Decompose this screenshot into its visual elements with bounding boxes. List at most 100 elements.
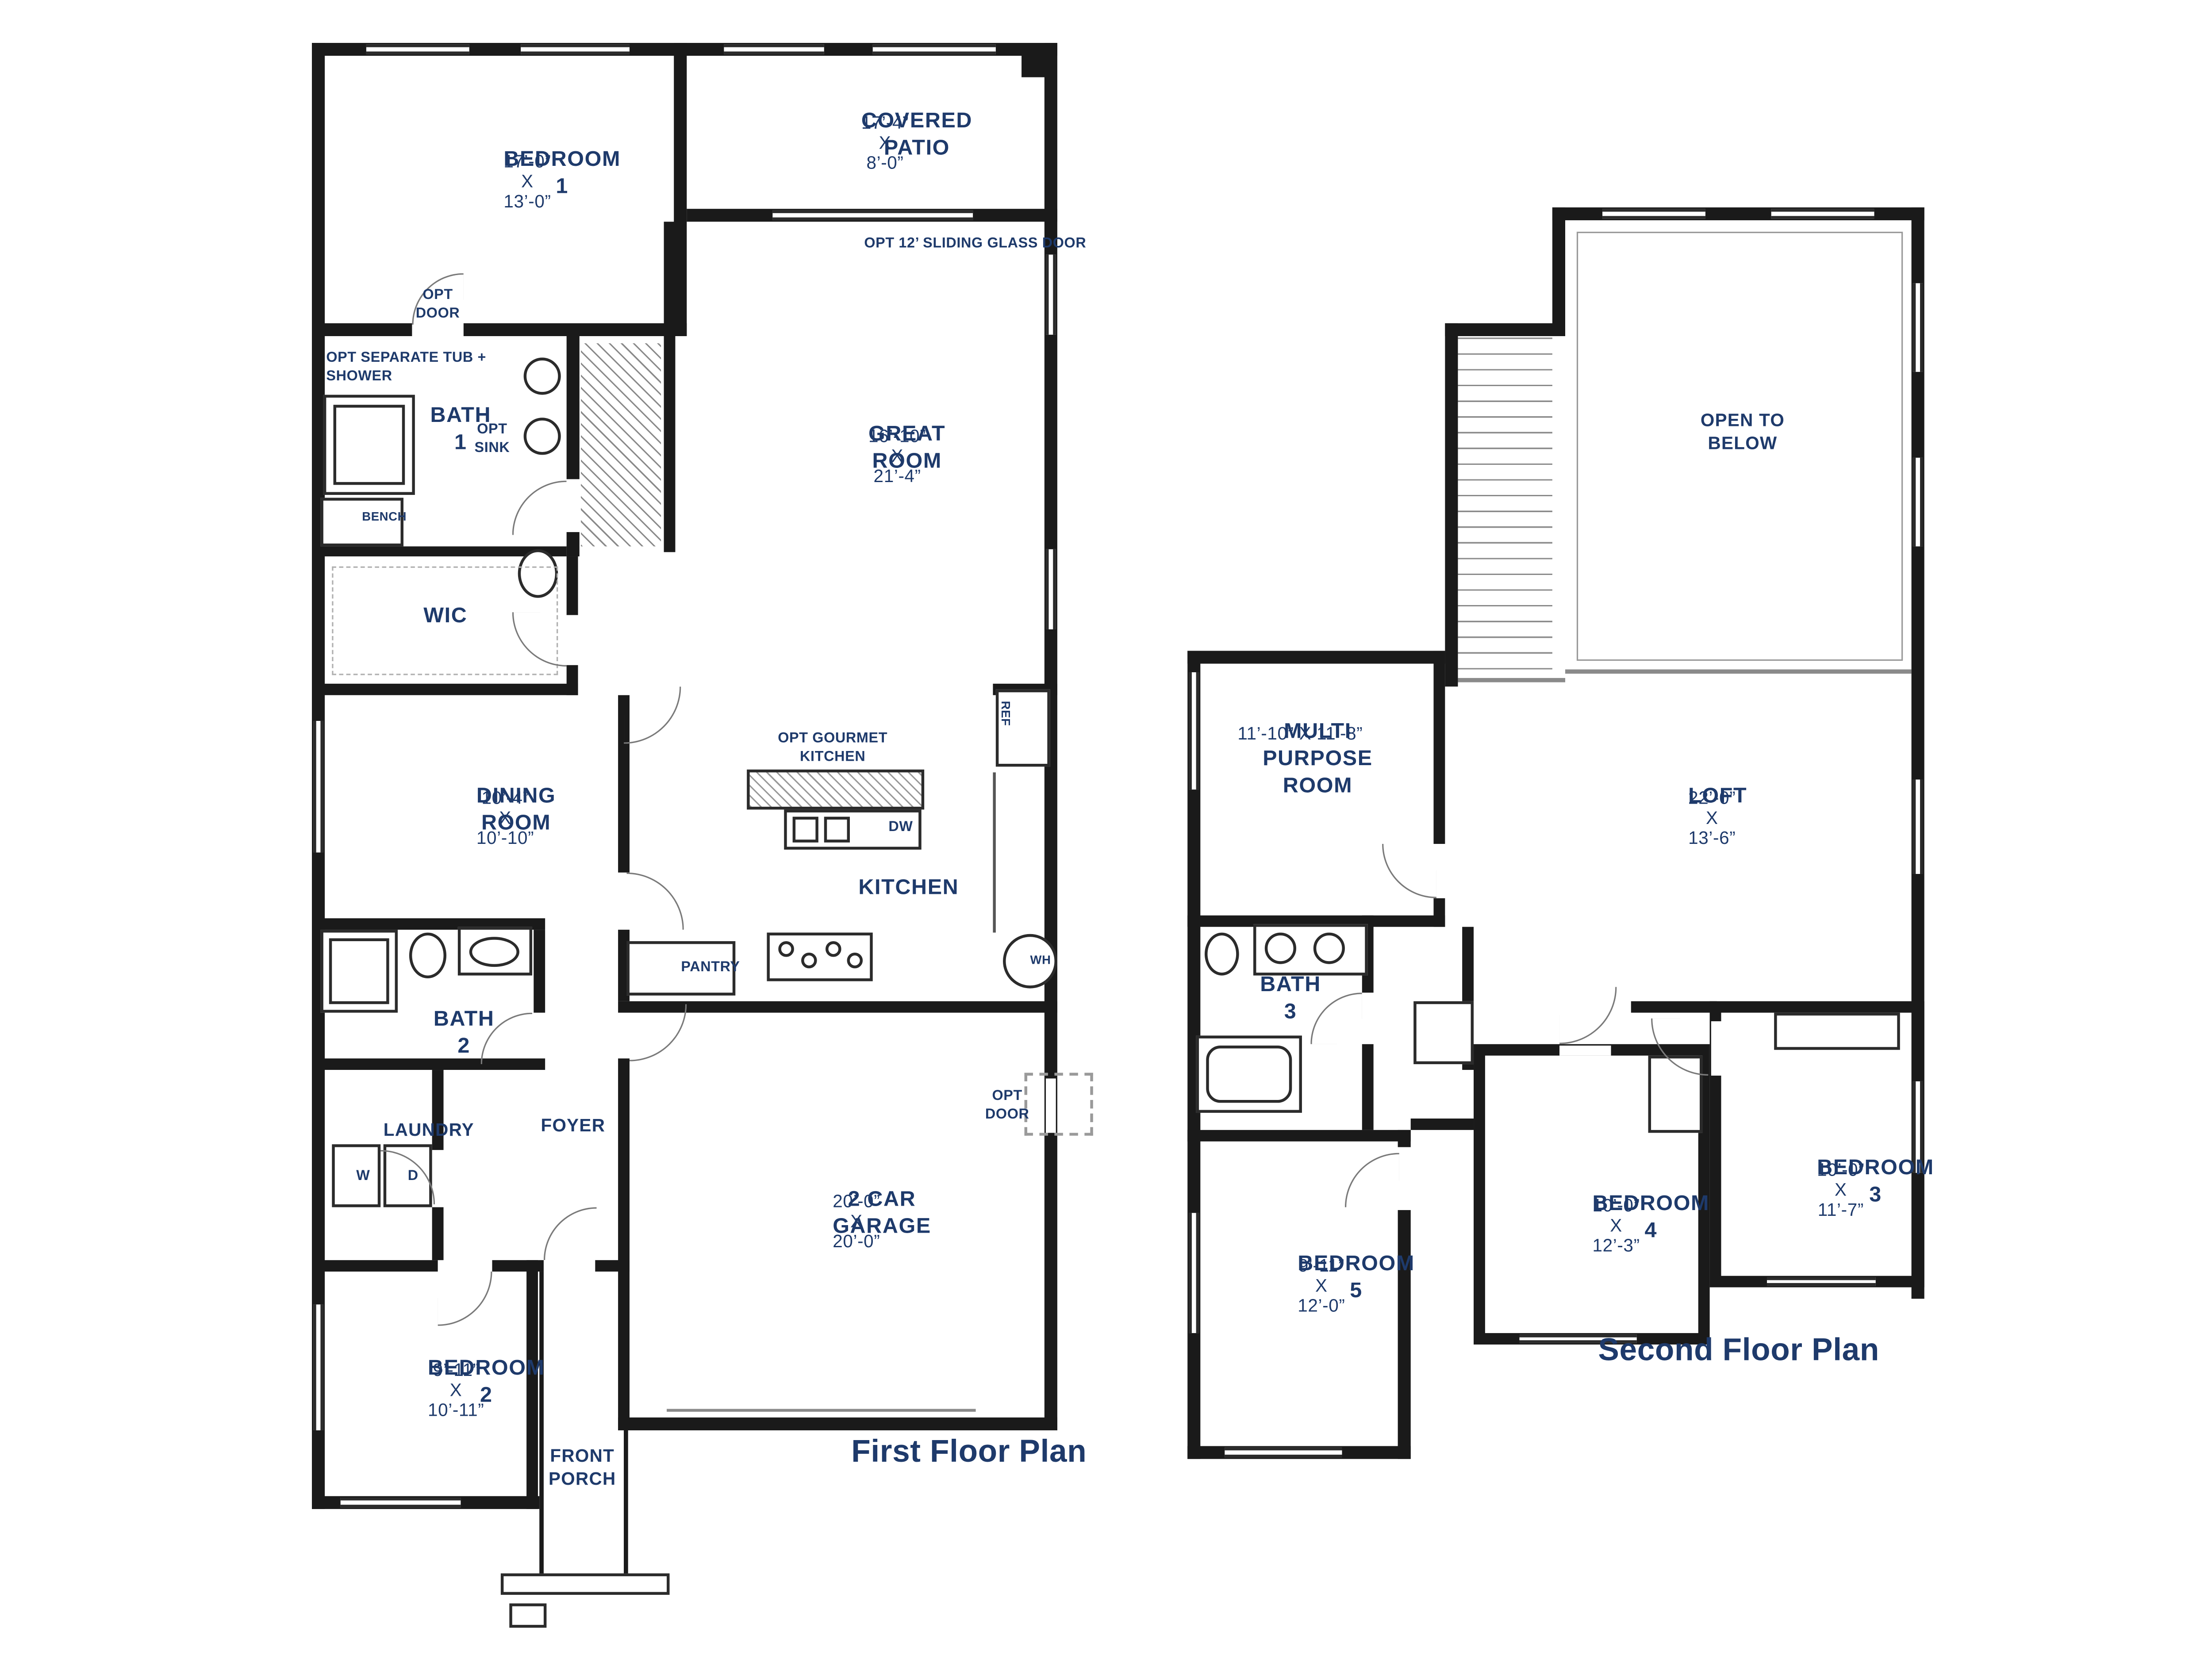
counter-line [993, 772, 996, 933]
window [872, 44, 996, 54]
door-arc [629, 1004, 687, 1061]
door-arc [1382, 844, 1436, 898]
room-name: COVERED PATIO [861, 108, 973, 160]
wall [312, 1260, 438, 1272]
wall [674, 43, 687, 336]
window [366, 44, 469, 54]
sink [1264, 932, 1297, 964]
sink [1313, 932, 1345, 964]
wall [1552, 207, 1565, 336]
door-arc [1559, 987, 1617, 1044]
wall [1187, 651, 1445, 664]
window [1771, 209, 1874, 219]
washer [332, 1144, 381, 1207]
sink [523, 357, 561, 395]
door-arc [1344, 1153, 1399, 1207]
room-dims: 9’-11” X 10’-11” [427, 1360, 484, 1421]
room-name: BEDROOM 5 [1298, 1251, 1415, 1303]
window [1602, 209, 1705, 219]
window [724, 44, 824, 54]
opt-door-dashed [1024, 1073, 1093, 1136]
window [1225, 1447, 1342, 1458]
burner [826, 941, 841, 957]
closet [1413, 1001, 1474, 1065]
room-dims: 10’-0” X 12’-3” [1592, 1195, 1640, 1256]
window [1046, 254, 1056, 335]
room-name: WIC [423, 603, 468, 628]
room-name: 2 CAR GARAGE [833, 1187, 931, 1238]
porch-wall [624, 1272, 628, 1578]
wall [432, 1207, 444, 1261]
room-name: DINING ROOM [476, 784, 556, 835]
room-name: BEDROOM 1 [503, 147, 621, 199]
floor-opening-outline [1576, 231, 1903, 661]
room-name: BEDROOM 4 [1592, 1191, 1710, 1243]
burner [847, 952, 863, 969]
patio-post [1022, 51, 1048, 77]
pantry-box [626, 941, 736, 996]
toilet [409, 932, 447, 979]
door-arc [626, 872, 684, 930]
room-dims: 22’-0” X 13’-6” [1688, 788, 1736, 848]
stairs-treads [1458, 337, 1552, 678]
toilet [1205, 932, 1239, 976]
wall [526, 1260, 538, 1509]
room-name: BEDROOM 2 [427, 1356, 545, 1407]
sink-basin [792, 816, 818, 843]
porch-step [500, 1573, 670, 1595]
door-arc [512, 480, 567, 535]
window [313, 720, 323, 853]
wall [312, 683, 578, 695]
wall [1445, 323, 1458, 687]
wall [1398, 1210, 1411, 1459]
window [1912, 779, 1923, 874]
door-arc [543, 1207, 597, 1261]
window [340, 1497, 461, 1508]
door-gap [1711, 1021, 1721, 1076]
porch-wall [539, 1272, 544, 1578]
porch-step [509, 1603, 547, 1628]
kitchen-island [747, 769, 925, 810]
door-gap [1559, 1046, 1611, 1056]
wall [432, 1070, 444, 1150]
water-heater [1003, 934, 1057, 989]
wall [595, 1260, 630, 1272]
room-name: LOFT [1688, 784, 1747, 808]
door-arc [624, 686, 681, 744]
room-name: MULTI PURPOSE ROOM [1263, 719, 1373, 797]
window [1912, 457, 1923, 547]
closet [1774, 1012, 1900, 1050]
wall [618, 1001, 1057, 1013]
window [1046, 549, 1056, 629]
stairs-hatch [581, 343, 661, 547]
wall [664, 222, 676, 552]
window [521, 44, 630, 54]
room-dims: 20’-0” X 20’-0” [833, 1191, 880, 1252]
room-dims: 10’-4” X 10’-10” [476, 788, 534, 848]
garage-door-line [667, 1409, 976, 1412]
wall [534, 930, 545, 1013]
room-dims: 9’-11” X 12’-0” [1298, 1256, 1345, 1316]
wall [1631, 1001, 1717, 1013]
room-dims: 11’-10” X 11’-8” [1237, 724, 1363, 744]
shower-inner [333, 405, 405, 485]
room-dims: 10’-0” X 11’-7” [1817, 1160, 1865, 1220]
sliding-glass-door [772, 210, 973, 221]
railing [1565, 669, 1912, 674]
window [1912, 1081, 1923, 1173]
window [1189, 672, 1199, 790]
sink [469, 937, 519, 967]
wall [1362, 1044, 1374, 1130]
room-dims: 17’-4” X 8’-0” [861, 113, 909, 173]
wall [312, 546, 567, 557]
wall [1433, 651, 1445, 844]
room-name: BEDROOM 3 [1817, 1156, 1934, 1207]
sink [523, 418, 561, 455]
room-name: BATH 1 [430, 403, 492, 455]
room-name: BATH 2 [433, 1007, 495, 1058]
bathtub-inner [1206, 1046, 1292, 1103]
window [313, 1304, 323, 1430]
wall [618, 1417, 1057, 1430]
room-name: GREAT ROOM [868, 422, 946, 473]
